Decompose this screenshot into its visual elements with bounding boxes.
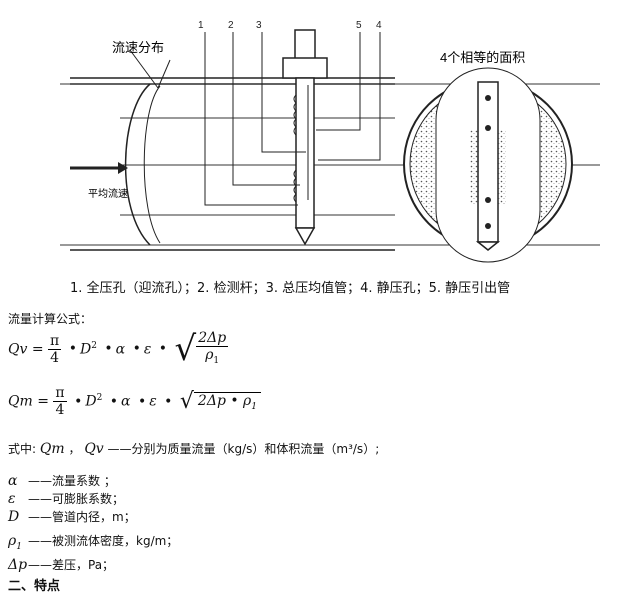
callout-lines [204, 32, 381, 206]
delta-p-symbol: Δp [8, 557, 28, 573]
qv-ref: Qv [84, 441, 104, 457]
epsilon-symbol: ε [8, 491, 16, 507]
diameter-symbol: D [79, 341, 92, 358]
probe-rod [282, 29, 328, 246]
variable-alpha: α ——流量系数 ； [8, 472, 116, 489]
exponent: 2 [96, 392, 103, 403]
average-velocity-arrow [70, 162, 128, 174]
pi-denominator: 4 [50, 349, 60, 366]
diameter-symbol: D [8, 509, 20, 525]
epsilon-symbol: ε [149, 393, 157, 410]
density-desc: ——被测流体密度，kg/m； [28, 534, 179, 548]
pi-numerator: π [48, 332, 62, 350]
variable-diameter: D ——管道内径，m； [8, 508, 136, 525]
callout-1: 1 [198, 20, 204, 31]
diameter-desc: ——管道内径，m； [28, 510, 136, 524]
velocity-profile-inner [143, 85, 161, 244]
where-text: ——分别为质量流量（kg/s）和体积流量（m³/s）; [107, 442, 380, 456]
variable-pressure: Δp——差压，Pa； [8, 556, 114, 573]
pi-denominator: 4 [55, 402, 65, 418]
where-prefix: 式中: [8, 442, 37, 456]
formula-heading: 流量计算公式： [8, 312, 93, 326]
epsilon-symbol: ε [143, 341, 152, 358]
rho-subscript: 1 [16, 541, 22, 552]
callout-5: 5 [356, 20, 362, 31]
variable-density: ρ1 ——被测流体密度，kg/m； [8, 532, 178, 552]
callout-3: 3 [256, 20, 262, 31]
section-heading: 二、特点 [8, 579, 61, 594]
rho-subscript: 1 [251, 401, 258, 412]
sqrt-denominator: ρ [205, 347, 214, 363]
qm-ref: Qm [39, 441, 65, 457]
sqrt-content: 2Δp • ρ [197, 392, 252, 409]
qm-symbol: Qm [8, 393, 33, 410]
alpha-symbol: α [115, 341, 126, 358]
variable-epsilon: ε ——可膨胀系数； [8, 490, 124, 507]
figure-caption: 1. 全压孔（迎流孔）；2. 检测杆；3. 总压均值管；4. 静压孔；5. 静压… [70, 281, 511, 296]
exponent: 2 [91, 340, 97, 351]
alpha-symbol: α [121, 393, 131, 410]
pressure-desc: ——差压，Pa； [28, 558, 115, 572]
pi-numerator: π [53, 385, 67, 402]
where-line: 式中: Qm ， Qv ——分别为质量流量（kg/s）和体积流量（m³/s）; [8, 440, 379, 457]
sqrt-numerator: 2Δp [196, 330, 229, 347]
callout-2: 2 [228, 20, 234, 31]
average-velocity-label: 平均流速 [88, 187, 128, 200]
equal-areas-label: 4个相等的面积 [440, 50, 525, 65]
rho-symbol: ρ [8, 533, 17, 549]
qv-symbol: Qv [8, 341, 28, 358]
epsilon-desc: ——可膨胀系数； [28, 492, 125, 506]
pipe-cross-section [403, 67, 573, 263]
alpha-desc: ——流量系数 ； [28, 474, 116, 488]
flow-distribution-label: 流速分布 [112, 40, 164, 55]
diameter-symbol: D [85, 393, 97, 410]
pitot-tube-diagram: 流速分布 平均流速 1 2 3 5 4 4个相等的面积 [60, 20, 600, 263]
where-sep: ， [68, 442, 81, 456]
velocity-profile-curve [124, 83, 151, 246]
alpha-symbol: α [8, 473, 18, 489]
rho-subscript: 1 [213, 355, 220, 366]
callout-4: 4 [376, 20, 382, 31]
